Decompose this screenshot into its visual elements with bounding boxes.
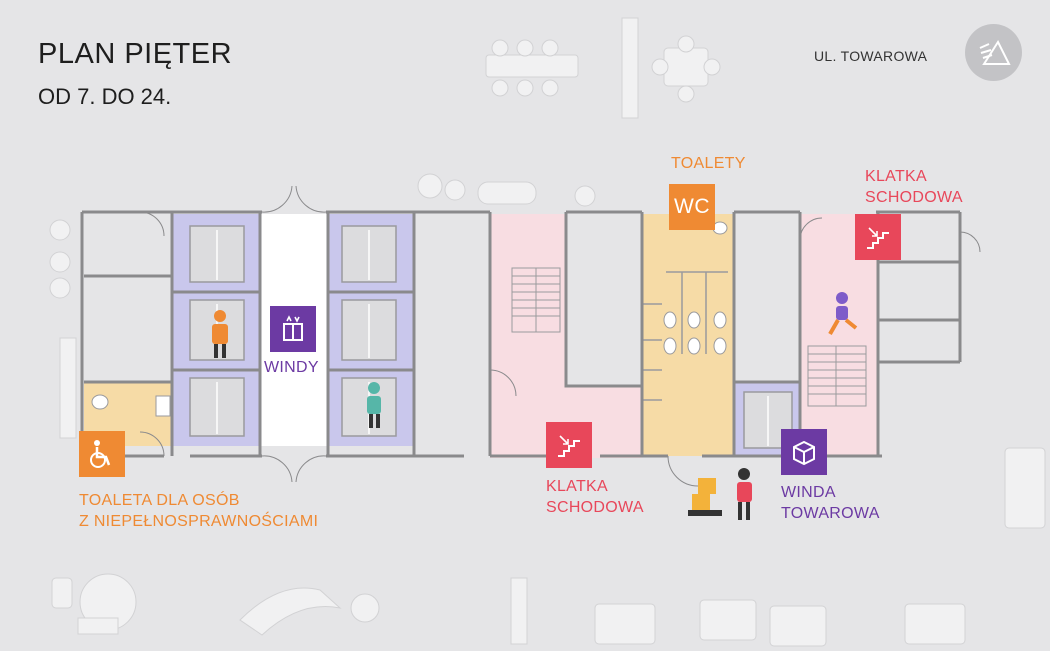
street-name: UL. TOWAROWA bbox=[814, 48, 928, 64]
accessible-toilet-line1: TOALETA DLA OSÓB bbox=[79, 492, 240, 509]
elevator-arrows-icon bbox=[270, 306, 316, 352]
freight-line2: TOWAROWA bbox=[781, 505, 880, 522]
stairs-bottom-line1: KLATKA bbox=[546, 478, 608, 495]
person-figures bbox=[212, 310, 228, 358]
accessible-toilet-line2: Z NIEPEŁNOSPRAWNOŚCIAMI bbox=[79, 513, 319, 530]
stairs-bottom-label: KLATKA SCHODOWA bbox=[546, 476, 644, 518]
stairs-top-label: KLATKA SCHODOWA bbox=[865, 166, 963, 208]
stairs-icon bbox=[855, 214, 901, 260]
floor-range: OD 7. DO 24. bbox=[38, 84, 172, 109]
stairs-bottom-line2: SCHODOWA bbox=[546, 499, 644, 516]
stairs-top-line2: SCHODOWA bbox=[865, 189, 963, 206]
package-icon bbox=[781, 429, 827, 475]
page-title: PLAN PIĘTER bbox=[38, 38, 233, 70]
stairs-icon bbox=[546, 422, 592, 468]
accessible-toilet-label: TOALETA DLA OSÓB Z NIEPEŁNOSPRAWNOŚCIAMI bbox=[79, 490, 318, 532]
wc-badge-text: WC bbox=[674, 195, 710, 218]
decorative-furniture bbox=[49, 17, 1046, 647]
wc-badge: WC bbox=[669, 184, 715, 230]
wheelchair-icon bbox=[79, 431, 125, 477]
triangle-logo-icon bbox=[965, 24, 1022, 81]
stairs-top-line1: KLATKA bbox=[865, 168, 927, 185]
toilets-label: TOALETY bbox=[671, 155, 746, 172]
freight-line1: WINDA bbox=[781, 484, 836, 501]
freight-elevator-label: WINDA TOWAROWA bbox=[781, 482, 880, 524]
elevators-label: WINDY bbox=[264, 359, 319, 376]
